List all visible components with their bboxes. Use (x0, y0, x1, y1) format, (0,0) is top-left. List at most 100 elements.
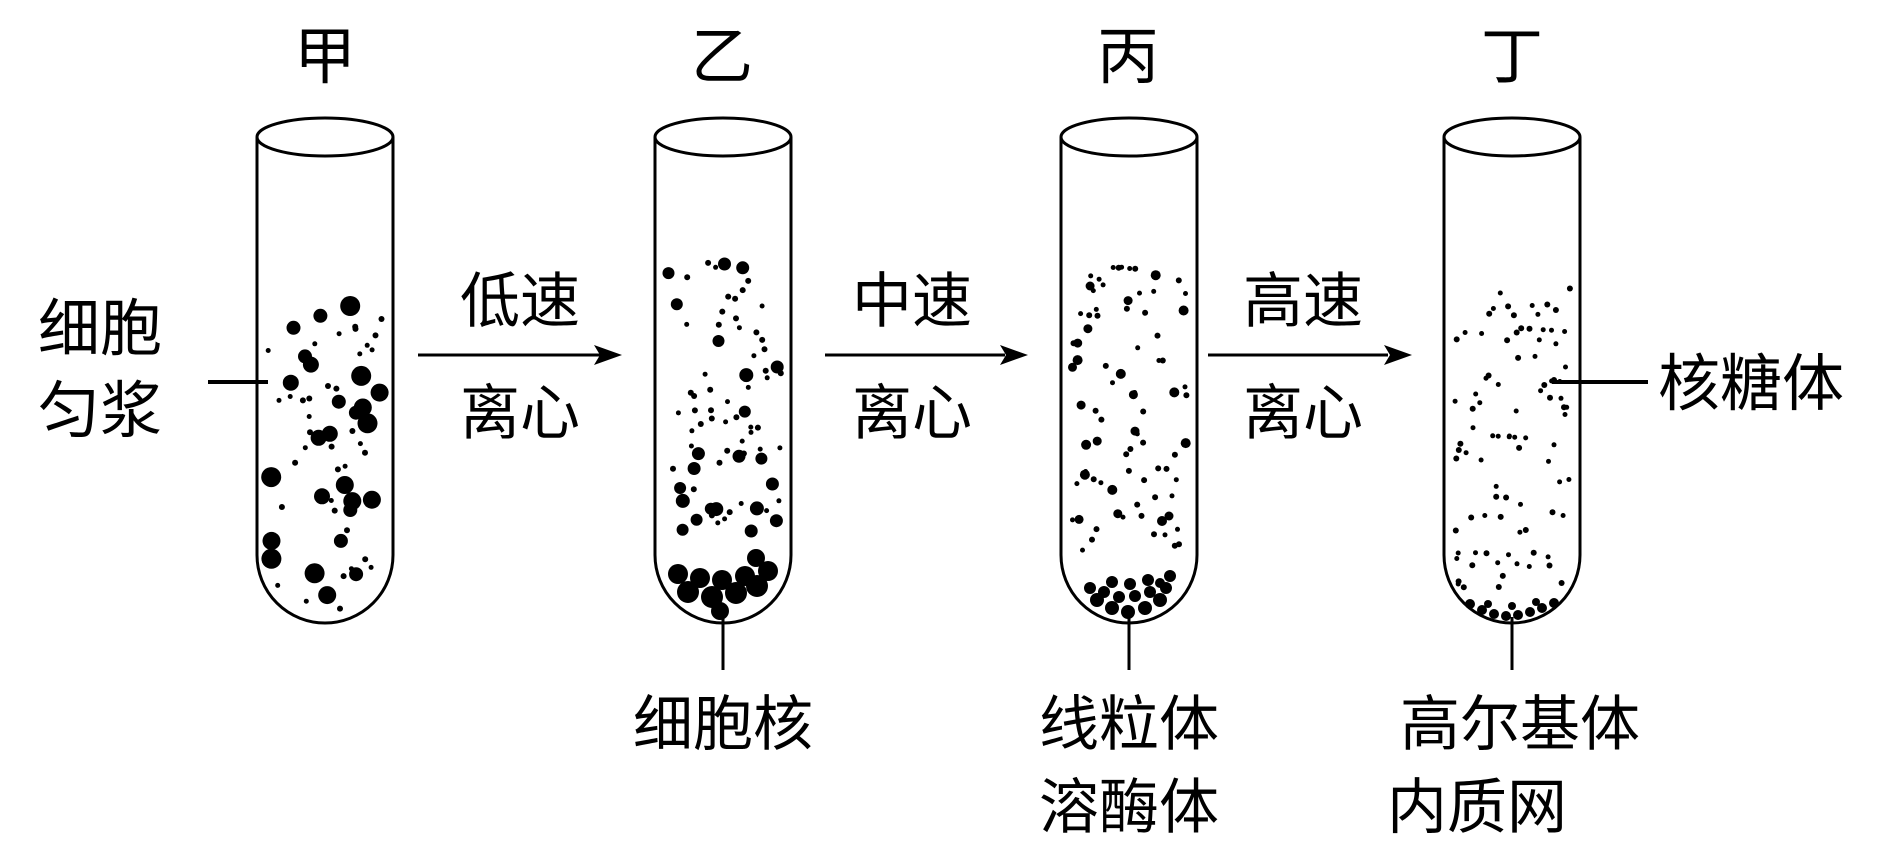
particle (1477, 400, 1483, 406)
particle (762, 367, 769, 374)
particle (352, 323, 359, 330)
particle (1566, 477, 1572, 482)
particle (688, 443, 694, 449)
particle (1503, 494, 1510, 501)
particle (306, 395, 313, 402)
particle (761, 346, 768, 353)
particle (687, 389, 694, 396)
particle (1486, 310, 1493, 317)
particle (1529, 303, 1535, 308)
particle (1102, 362, 1109, 369)
particle (757, 446, 763, 452)
tube-yi (653, 116, 793, 625)
particle (369, 347, 375, 353)
particle (1098, 480, 1104, 486)
particle (1513, 408, 1519, 414)
particle (733, 315, 739, 322)
particle (1176, 541, 1182, 548)
particle (1454, 556, 1460, 561)
particle (1150, 270, 1161, 281)
particle (1110, 265, 1116, 270)
particle (343, 503, 358, 517)
particle (1463, 450, 1469, 456)
particle (1452, 398, 1458, 404)
particle (745, 277, 752, 284)
particle (724, 447, 731, 454)
particle (744, 524, 758, 538)
arrow-high-line2: 离心 (1243, 379, 1363, 449)
particle (1093, 306, 1099, 312)
particle (759, 303, 765, 309)
particle (333, 533, 348, 548)
particle (1468, 514, 1475, 521)
particle (675, 493, 690, 508)
particle (1497, 513, 1504, 520)
particle (318, 586, 337, 605)
particle (1175, 277, 1182, 284)
particle (1113, 509, 1123, 519)
particle (333, 385, 340, 392)
particle (1515, 354, 1522, 361)
pellet-nucleus (668, 549, 778, 620)
particle (357, 413, 378, 434)
particle (321, 425, 338, 442)
particle (1510, 312, 1517, 319)
particle (759, 336, 766, 343)
particle (1518, 501, 1523, 507)
particle (736, 261, 750, 275)
particle (1085, 281, 1095, 291)
particle (1483, 550, 1490, 557)
tube-yi-rim (653, 116, 793, 158)
particle (1479, 331, 1485, 336)
tube-ding (1442, 116, 1582, 625)
particles-yi (662, 257, 784, 538)
particle (1473, 550, 1478, 556)
tube-label-bing: 丙 (1097, 20, 1159, 93)
particle (1538, 388, 1544, 394)
particle (1469, 405, 1476, 412)
particle (1140, 439, 1147, 446)
tube-jia-body (255, 137, 395, 625)
particle (1182, 384, 1188, 390)
particle (362, 449, 368, 456)
particle (343, 307, 350, 314)
homogenate-line2: 匀浆 (38, 374, 162, 447)
particle (1541, 382, 1548, 388)
particle (304, 563, 325, 584)
particle (275, 582, 281, 588)
particle (739, 368, 754, 383)
particle (1558, 580, 1565, 586)
particle (765, 477, 779, 491)
particle (334, 466, 341, 473)
particle (1493, 493, 1500, 500)
particle (1549, 327, 1554, 333)
particle (344, 527, 350, 534)
particle (1100, 282, 1106, 288)
particle (1513, 329, 1520, 336)
particle (1076, 400, 1086, 410)
particle (707, 386, 714, 393)
particle (1506, 434, 1512, 440)
particle (1469, 562, 1476, 569)
particle (697, 421, 704, 427)
particle (708, 407, 714, 414)
tube-label-ding: 丁 (1481, 20, 1543, 93)
particle (364, 342, 370, 348)
particle (261, 548, 282, 569)
particle (1178, 305, 1189, 316)
particle (292, 459, 299, 466)
particle (1080, 547, 1085, 553)
particle (1522, 527, 1529, 533)
particle (751, 353, 757, 359)
particle (1183, 291, 1188, 296)
particle (726, 509, 733, 516)
particle (748, 424, 754, 430)
particle (1544, 301, 1551, 308)
particle (753, 329, 760, 336)
particle (1453, 455, 1460, 462)
particle (684, 321, 690, 327)
particle (1478, 457, 1484, 463)
particle (1115, 368, 1126, 379)
particle (1455, 447, 1462, 453)
